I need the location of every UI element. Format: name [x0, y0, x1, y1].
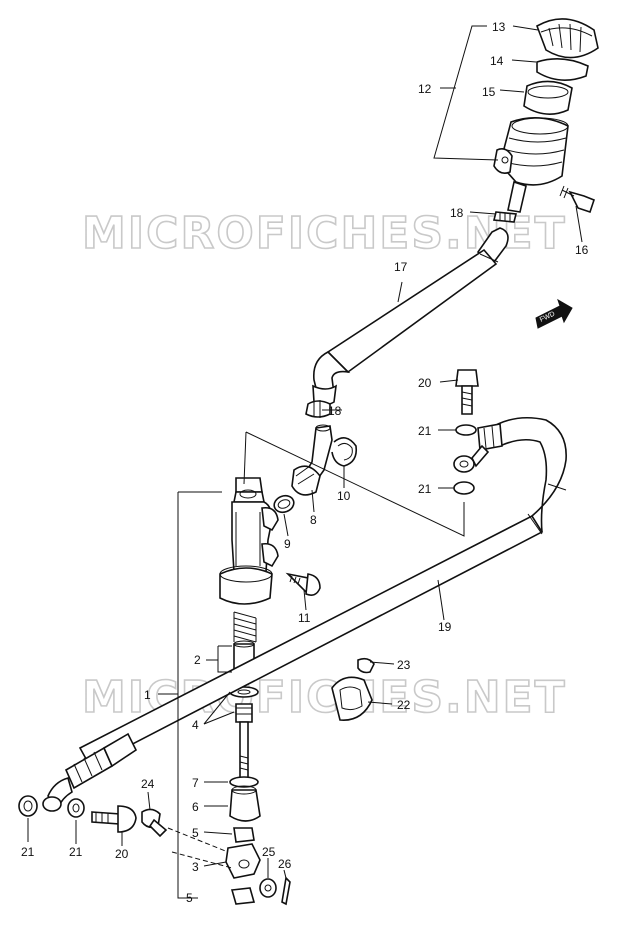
callout-9: 9 [284, 537, 291, 551]
hose-clamp-lower [305, 400, 331, 418]
callout-7: 7 [192, 776, 199, 790]
hose-guide-clamp [331, 657, 375, 721]
mounting-bolt [285, 572, 321, 596]
callout-23: 23 [397, 658, 411, 672]
callout-2: 2 [194, 653, 201, 667]
callout-11: 11 [298, 611, 311, 625]
callout-20-upper: 20 [418, 376, 432, 390]
watermark-top: MICROFICHES.NET [82, 208, 567, 259]
callout-18-upper: 18 [450, 206, 464, 220]
reservoir-plate [536, 58, 589, 81]
brake-hose [42, 416, 567, 812]
washer-lower-2 [67, 798, 85, 818]
callout-16: 16 [575, 243, 589, 257]
washer-upper-1 [455, 424, 477, 436]
leader-lines [27, 25, 583, 899]
hose-nipple [291, 424, 333, 496]
callout-19: 19 [438, 620, 452, 634]
callout-21-upper-a: 21 [418, 424, 432, 438]
callout-14: 14 [490, 54, 504, 68]
callout-10: 10 [337, 489, 351, 503]
washer-lower-1 [18, 795, 38, 817]
callout-5-lower: 5 [186, 891, 193, 905]
washer-upper-2 [453, 481, 475, 495]
circlip [331, 437, 358, 467]
callout-4: 4 [192, 718, 199, 732]
callout-21-upper-b: 21 [418, 482, 432, 496]
callout-13: 13 [492, 20, 506, 34]
cotter-pin [281, 876, 291, 906]
callout-6: 6 [192, 800, 199, 814]
callout-21-lower-b: 21 [69, 845, 83, 859]
callout-20-lower: 20 [115, 847, 129, 861]
callout-12: 12 [418, 82, 432, 96]
banjo-bolt-upper [455, 369, 479, 415]
o-ring [273, 494, 295, 514]
callout-22: 22 [397, 698, 411, 712]
callout-18-lower: 18 [328, 404, 342, 418]
piston-assembly [225, 611, 261, 905]
reservoir-assembly [493, 18, 599, 214]
fwd-arrow-icon: FWD [535, 298, 573, 329]
callout-26: 26 [278, 857, 292, 871]
callout-15: 15 [482, 85, 496, 99]
callout-1: 1 [144, 688, 151, 702]
banjo-bolt-lower [91, 805, 137, 833]
callout-8: 8 [310, 513, 317, 527]
callout-25: 25 [262, 845, 276, 859]
clevis-pin [141, 808, 168, 838]
callout-17: 17 [394, 260, 408, 274]
callout-24: 24 [141, 777, 155, 791]
callout-5-upper: 5 [192, 826, 199, 840]
washer-25 [259, 878, 277, 898]
master-cylinder-body [219, 477, 279, 605]
callout-labels: 13 14 15 12 16 18 17 20 21 21 18 10 8 9 … [21, 20, 589, 905]
reservoir-cap [536, 18, 599, 59]
callout-21-lower-a: 21 [21, 845, 35, 859]
hose-clamp-upper [492, 211, 518, 223]
callout-3: 3 [192, 860, 199, 874]
